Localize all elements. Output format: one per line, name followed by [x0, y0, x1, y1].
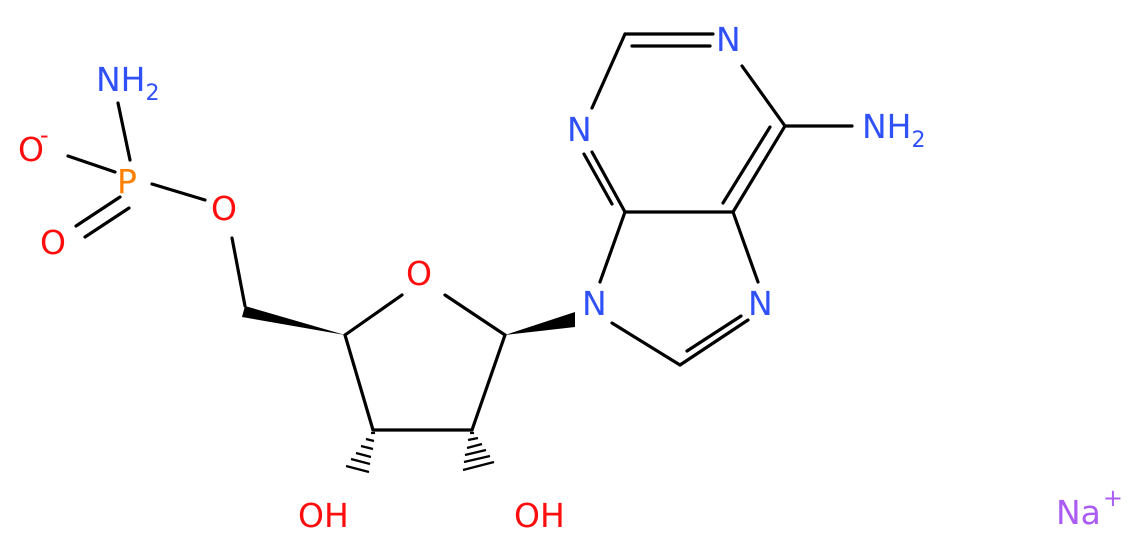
bond-c8-n7: [678, 318, 750, 367]
wedge-bond-c4-c5: [242, 306, 345, 335]
bond-c4a-n3: [590, 150, 627, 214]
bond-n-p: [116, 101, 132, 162]
oh-2-label: OH: [514, 496, 565, 535]
bond-n7-c5a: [731, 210, 760, 284]
bond-n9-c8: [610, 321, 682, 367]
bond-c3-c4: [343, 333, 375, 432]
bond-o-anion-p: [66, 154, 117, 174]
nh2-adenine-label: NH2: [862, 107, 926, 153]
phosphorus-label: P: [117, 162, 137, 201]
stereo-bonds: [242, 306, 575, 474]
n9-label: N: [582, 284, 607, 323]
sodium-label: Na+: [1056, 484, 1123, 532]
n1-label: N: [716, 20, 741, 59]
bond-n3-c2a: [590, 32, 627, 110]
hash-bond-c3-oh: [345, 431, 375, 474]
bond-c6-c5a: [731, 124, 787, 214]
hash-bond-c2-oh: [462, 431, 495, 472]
bond-p-o-ester: [150, 182, 207, 202]
wedge-bond-c1-n9: [505, 312, 575, 335]
bond-c6-c5a-inner: [721, 125, 772, 205]
bond-o-ring-c1: [443, 293, 507, 337]
o-ring-label: O: [406, 254, 432, 293]
o-anion-label: O-: [18, 121, 49, 169]
bond-c1-c2: [470, 333, 507, 432]
n3-label: N: [567, 110, 592, 149]
bond-p-o-double-1: [74, 195, 122, 228]
nh2-phosphoramide-label: NH2: [96, 60, 160, 106]
bond-o-ester-c5: [230, 236, 247, 308]
bond-c8-n7-inner: [685, 314, 743, 353]
o-ester-label: O: [211, 189, 237, 228]
oh-3-label: OH: [298, 496, 349, 535]
n7-label: N: [748, 284, 773, 323]
bond-n9-c4a: [598, 210, 627, 284]
bond-c4a-n3-inner: [582, 152, 614, 206]
bond-p-o-double-2: [83, 206, 131, 239]
bond-n1-c6: [740, 64, 787, 128]
o-double-label: O: [40, 223, 66, 262]
atom-labels: NH2 O- P O O O N N N N NH2 OH OH Na+: [18, 20, 1123, 535]
bond-c4-o-ring: [343, 293, 404, 337]
bonds: [66, 32, 854, 432]
